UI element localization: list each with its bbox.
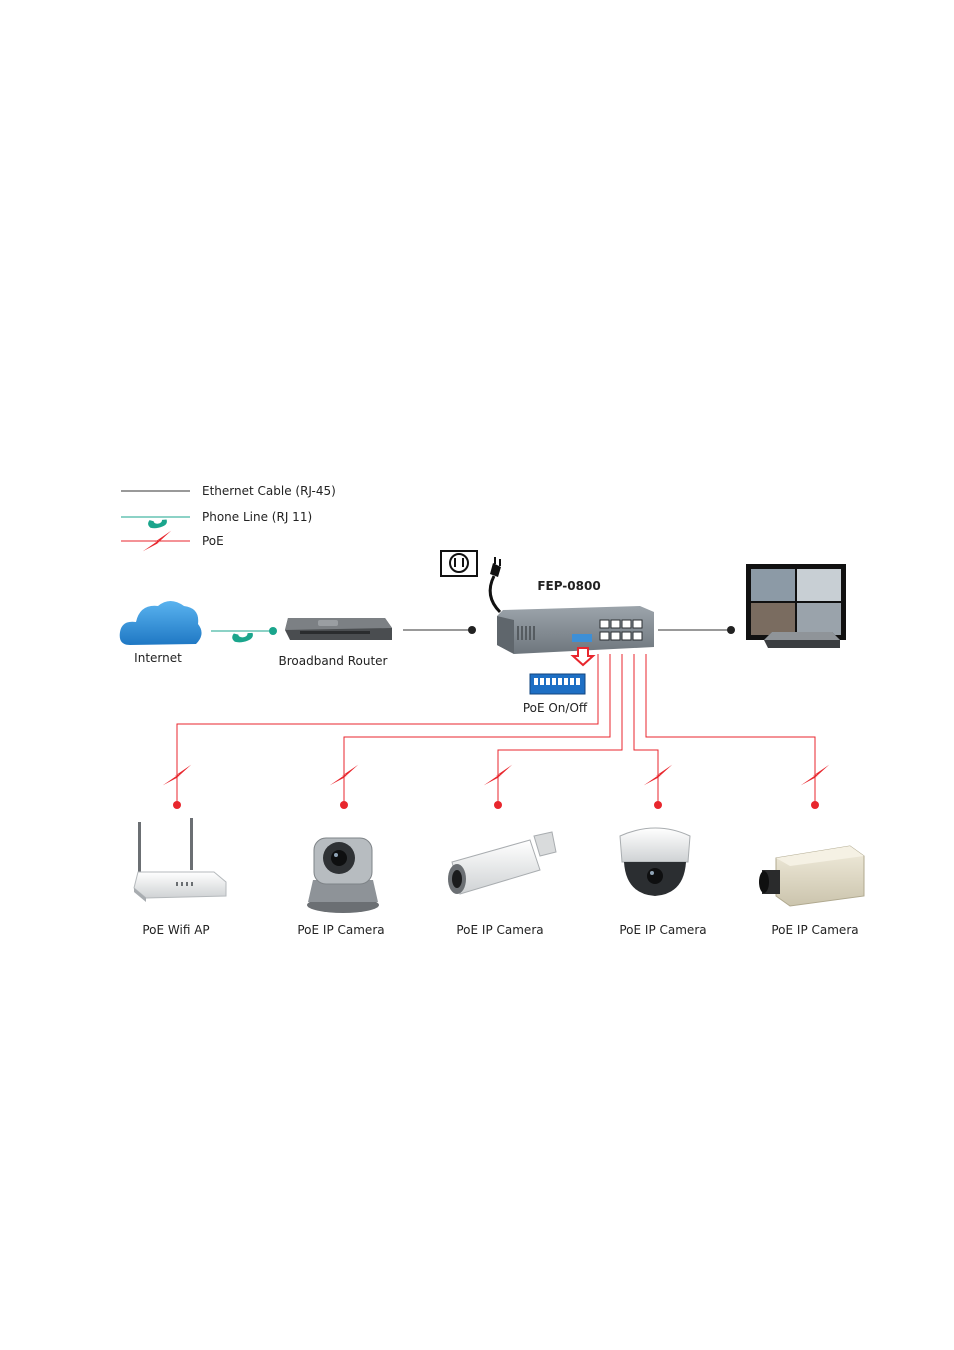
wifi-ap-icon	[133, 818, 227, 902]
poe-switch-icon	[497, 606, 654, 667]
legend: Ethernet Cable (RJ-45) Phone Line (RJ 11…	[121, 484, 336, 552]
phone-link	[211, 625, 277, 648]
router-label: Broadband Router	[279, 654, 388, 668]
ethernet-links	[403, 626, 735, 634]
poe-onoff-label: PoE On/Off	[523, 701, 588, 715]
dome-camera-icon	[619, 827, 691, 896]
switch-label: FEP-0800	[537, 579, 600, 593]
legend-poe: PoE	[121, 530, 224, 552]
internet-cloud-icon	[119, 601, 202, 645]
legend-poe-label: PoE	[202, 534, 224, 548]
device-label-camera-4: PoE IP Camera	[771, 923, 858, 937]
power-outlet-icon	[440, 550, 478, 577]
ptz-camera-icon	[307, 837, 379, 913]
box-camera-icon	[759, 845, 865, 907]
device-label-camera-3: PoE IP Camera	[619, 923, 706, 937]
device-label-camera-1: PoE IP Camera	[297, 923, 384, 937]
dip-switch-icon	[529, 673, 586, 695]
phone-icon	[230, 625, 255, 648]
poe-endpoints	[173, 801, 819, 809]
legend-ethernet-label: Ethernet Cable (RJ-45)	[202, 484, 336, 498]
power-plug-icon	[488, 557, 502, 614]
poe-bolts	[162, 764, 830, 786]
bullet-camera-icon	[448, 831, 557, 895]
router-icon	[285, 618, 392, 640]
device-label-camera-2: PoE IP Camera	[456, 923, 543, 937]
monitor-nvr-icon	[746, 564, 846, 648]
legend-phone: Phone Line (RJ 11)	[121, 510, 312, 533]
phone-icon	[146, 512, 169, 533]
device-label-wifi-ap: PoE Wifi AP	[142, 923, 209, 937]
legend-ethernet: Ethernet Cable (RJ-45)	[121, 484, 336, 498]
internet-label: Internet	[134, 651, 182, 665]
poe-cables	[176, 654, 816, 804]
legend-phone-label: Phone Line (RJ 11)	[202, 510, 312, 524]
